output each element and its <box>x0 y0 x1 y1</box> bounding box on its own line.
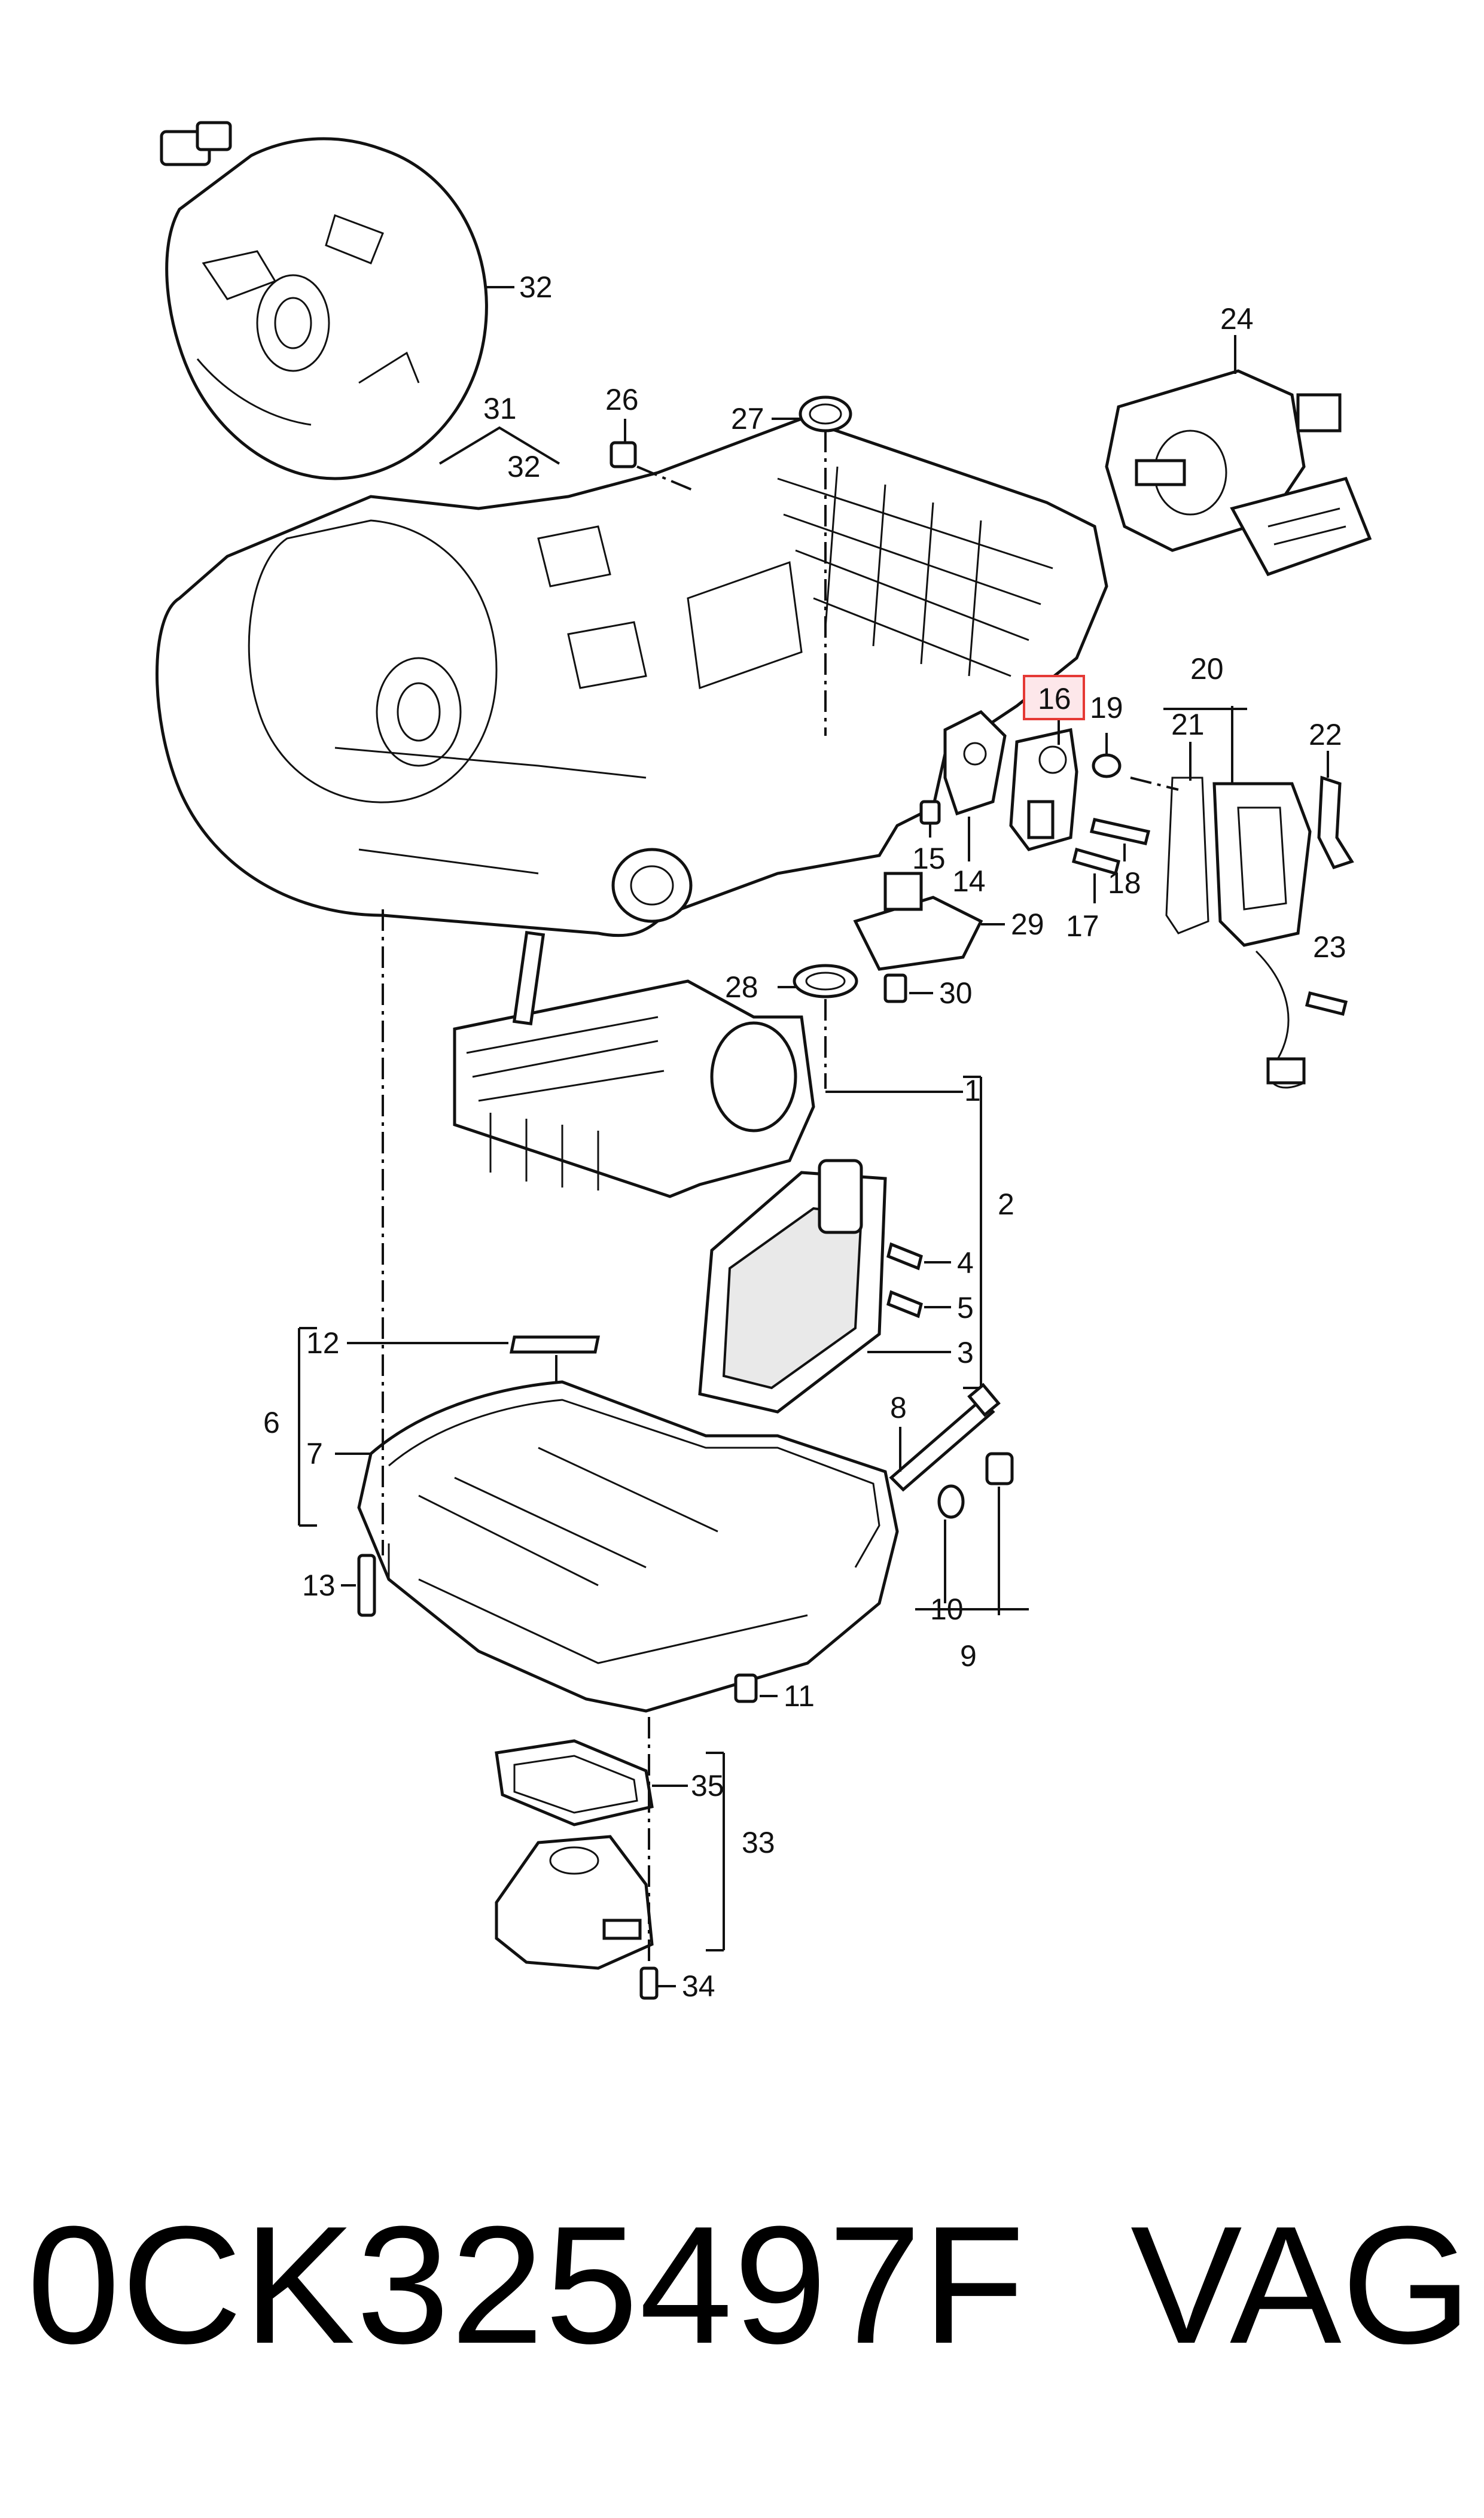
label-part-12 <box>509 1335 601 1354</box>
clip-part-22 <box>1317 775 1354 870</box>
transfer-unit-part-24 <box>1105 369 1372 577</box>
callout-4: 4 <box>957 1246 974 1280</box>
plug-part-9 <box>985 1452 1014 1485</box>
callout-17: 17 <box>1066 909 1099 943</box>
callout-15: 15 <box>912 842 946 875</box>
strainer-part-3 <box>698 1159 887 1414</box>
callout-24: 24 <box>1220 302 1254 336</box>
callout-21: 21 <box>1171 708 1205 741</box>
callout-30: 30 <box>939 976 973 1010</box>
callout-29: 29 <box>1011 908 1044 941</box>
cover-part-20 <box>1212 782 1312 947</box>
callout-33: 33 <box>742 1826 775 1859</box>
callout-11: 11 <box>784 1679 815 1713</box>
housing-part-32 <box>160 121 488 480</box>
seal-ring-part-10 <box>937 1484 965 1519</box>
bolt-part-4 <box>886 1242 923 1271</box>
callout-16: 16 <box>1038 682 1071 715</box>
callout-18: 18 <box>1108 866 1141 900</box>
callout-9: 9 <box>960 1639 977 1673</box>
filter-part-33 <box>495 1835 654 1970</box>
part-number: 0CK325497F <box>27 2192 1026 2379</box>
callout-28: 28 <box>725 970 758 1004</box>
callout-2: 2 <box>998 1188 1014 1221</box>
bracket-part-14 <box>943 710 1007 816</box>
callout-3: 3 <box>957 1336 974 1369</box>
callout-8: 8 <box>890 1391 907 1424</box>
bolt-part-23 <box>1305 991 1348 1016</box>
callout-1: 1 <box>964 1074 981 1107</box>
callout-27: 27 <box>731 402 764 436</box>
callout-31: 31 <box>483 392 517 425</box>
callout-7: 7 <box>306 1437 323 1470</box>
callout-23: 23 <box>1313 930 1346 964</box>
drain-plug-part-11 <box>734 1673 758 1703</box>
wiring-harness <box>1255 950 1306 1089</box>
mount-part-29 <box>853 872 983 971</box>
bolt-part-30 <box>883 973 907 1003</box>
oil-pan-part-7 <box>357 1380 899 1713</box>
bolt-part-5 <box>886 1290 923 1319</box>
gearbox-housing-31 <box>156 417 1108 937</box>
seal-part-28 <box>793 964 858 998</box>
callout-26: 26 <box>605 383 639 416</box>
gasket-part-35 <box>495 1739 654 1826</box>
bolt-part-34 <box>639 1966 659 2000</box>
callout-32-top: 32 <box>519 270 553 304</box>
callout-5: 5 <box>957 1291 974 1325</box>
callout-14: 14 <box>952 864 986 898</box>
bolt-part-26 <box>610 441 637 468</box>
bolt-part-18 <box>1089 818 1151 845</box>
ring-part-19 <box>1092 753 1122 778</box>
callout-12: 12 <box>306 1326 340 1360</box>
gasket-part-21 <box>1165 777 1209 934</box>
callout-35: 35 <box>691 1769 724 1803</box>
solenoid-part-16 <box>1009 727 1078 851</box>
callout-22: 22 <box>1309 718 1342 751</box>
brand-name: VAG <box>1130 2192 1472 2379</box>
callout-32-brace: 32 <box>507 450 541 483</box>
callout-6: 6 <box>263 1406 280 1439</box>
bolt-part-15 <box>919 800 941 825</box>
bolt-part-13 <box>357 1554 376 1617</box>
pipe-part-8 <box>889 1383 1001 1492</box>
callout-10: 10 <box>930 1593 964 1626</box>
callout-34: 34 <box>682 1969 715 2003</box>
seal-part-27 <box>799 395 852 433</box>
bolt-part-17 <box>1071 847 1121 876</box>
callout-13: 13 <box>302 1569 336 1602</box>
callout-20: 20 <box>1190 652 1224 686</box>
valve-body-part-1 <box>453 930 815 1198</box>
callout-16-highlight <box>1023 675 1085 720</box>
callout-19: 19 <box>1090 691 1123 724</box>
